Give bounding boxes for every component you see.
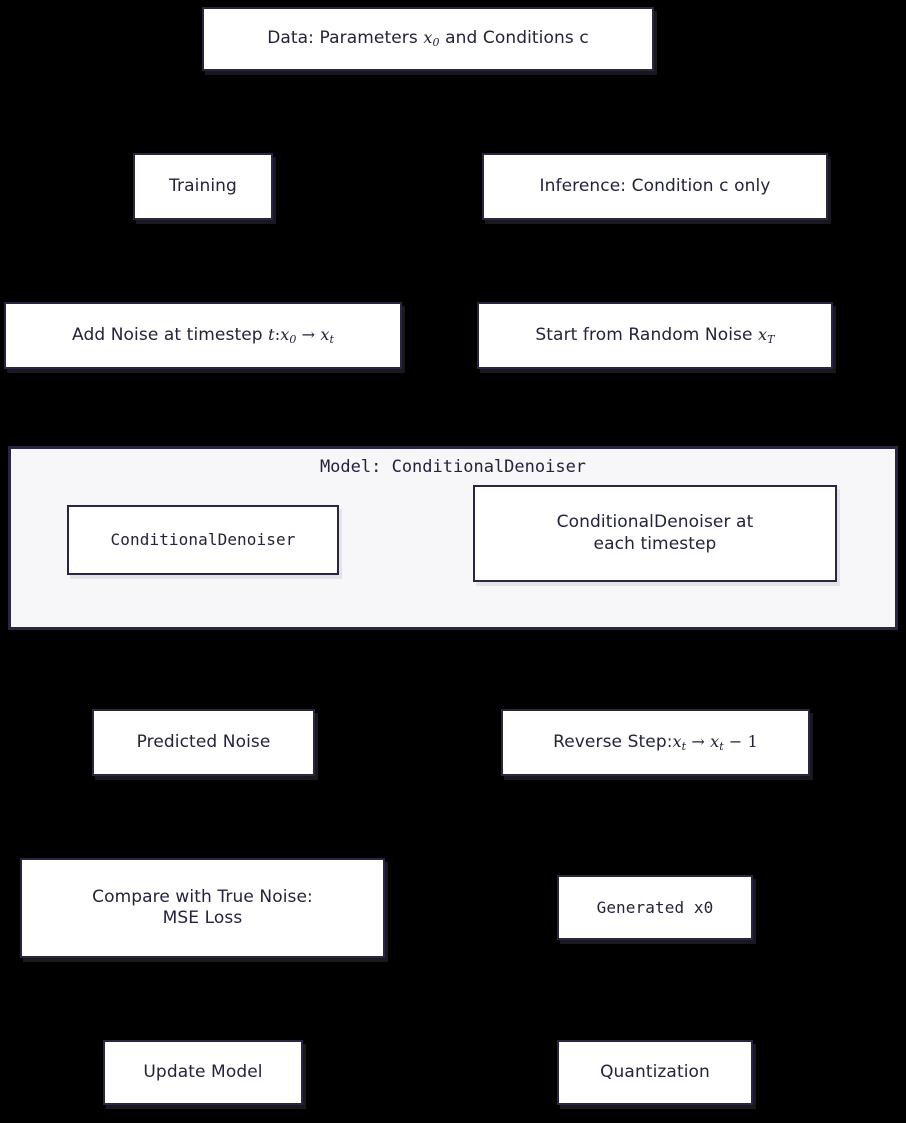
node-predicted-noise[interactable]: Predicted Noise	[92, 709, 315, 776]
node-conditionaldenoiser[interactable]: ConditionalDenoiser	[67, 505, 339, 575]
node-conditionaldenoiser-each-timestep-line2: each timestep	[593, 533, 717, 554]
node-data[interactable]: Data: Parameters x0 and Conditions c	[202, 7, 654, 71]
node-inference[interactable]: Inference: Condition c only	[482, 153, 828, 220]
node-data-label: Data: Parameters x0 and Conditions c	[267, 28, 589, 50]
node-quantization-label: Quantization	[600, 1061, 710, 1082]
node-add-noise-label: Add Noise at timestep t:x0 → xt	[72, 324, 334, 346]
node-generated-x0[interactable]: Generated x0	[557, 875, 753, 940]
edge-data-to-inference	[479, 76, 656, 152]
node-add-noise[interactable]: Add Noise at timestep t:x0 → xt	[4, 302, 402, 369]
node-training[interactable]: Training	[133, 153, 273, 220]
node-compare-with-true-noise[interactable]: Compare with True Noise: MSE Loss	[20, 858, 385, 958]
node-reverse-step[interactable]: Reverse Step:xt → xt − 1	[501, 709, 810, 776]
edge-denoiser-each-to-reverse-step-lower	[479, 638, 656, 712]
node-conditionaldenoiser-each-timestep[interactable]: ConditionalDenoiser at each timestep	[473, 485, 837, 582]
subgraph-title: Model: ConditionalDenoiser	[319, 457, 587, 477]
node-compare-line1: Compare with True Noise:	[92, 886, 313, 907]
node-inference-label: Inference: Condition c only	[539, 175, 771, 196]
node-start-from-random-noise-label: Start from Random Noise xT	[535, 324, 775, 346]
node-conditionaldenoiser-label: ConditionalDenoiser	[110, 530, 296, 549]
node-predicted-noise-label: Predicted Noise	[136, 731, 271, 752]
node-compare-line2: MSE Loss	[162, 908, 243, 928]
node-update-model-label: Update Model	[143, 1061, 263, 1082]
edge-reverse-step-to-generated	[688, 777, 702, 871]
edge-data-to-training	[202, 76, 381, 152]
node-start-from-random-noise[interactable]: Start from Random Noise xT	[477, 302, 833, 369]
node-generated-x0-label: Generated x0	[596, 897, 714, 917]
node-quantization[interactable]: Quantization	[557, 1040, 753, 1105]
node-reverse-step-label: Reverse Step:xt → xt − 1	[553, 731, 758, 753]
node-conditionaldenoiser-each-timestep-line1: ConditionalDenoiser at	[556, 512, 754, 533]
node-training-label: Training	[169, 175, 237, 196]
node-update-model[interactable]: Update Model	[103, 1040, 303, 1105]
